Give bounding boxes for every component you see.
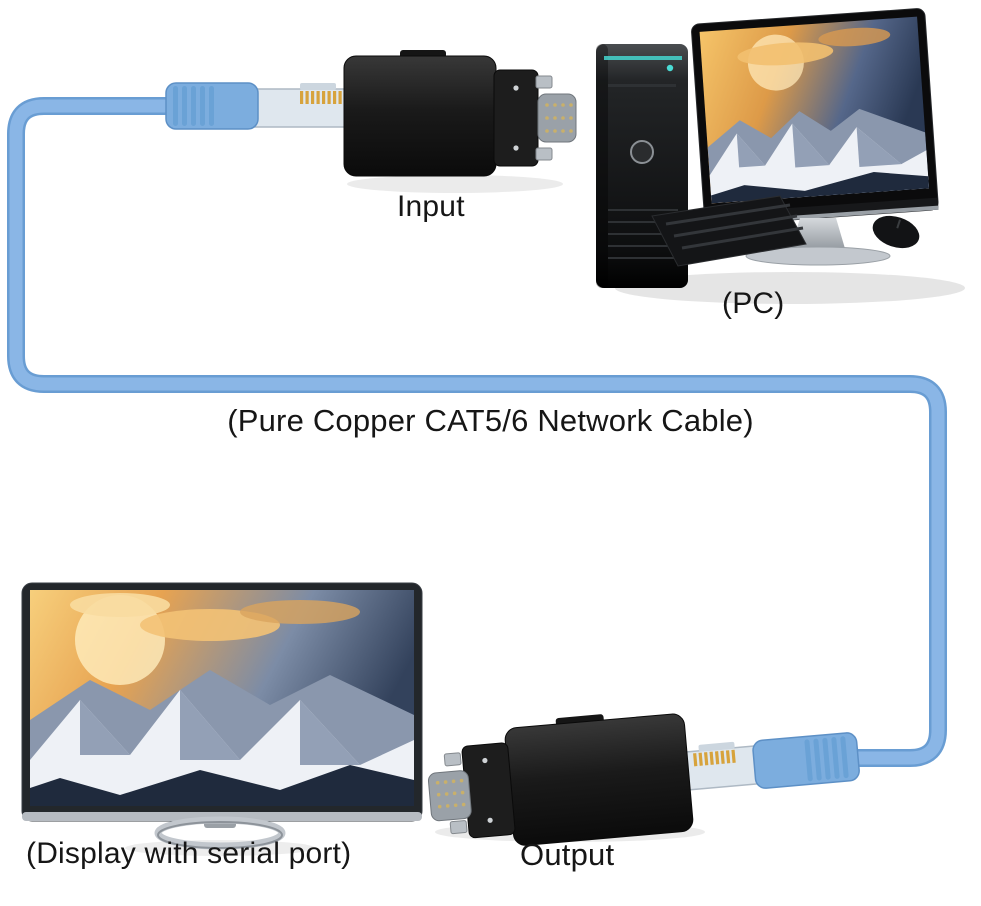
adapter-screw xyxy=(482,757,488,764)
pc-shadow xyxy=(615,272,965,304)
boot-ridges xyxy=(173,86,214,126)
pc-mouse xyxy=(872,215,920,249)
vga-rj45-adapter-input xyxy=(343,50,577,193)
rj45-plug-input xyxy=(165,82,351,130)
tower-power-button xyxy=(666,64,674,72)
vga-rj45-adapter-output xyxy=(427,713,694,846)
jack-screw xyxy=(535,147,553,161)
boot-ridges xyxy=(804,736,849,782)
adapter-shadow xyxy=(347,175,563,193)
display-bottom-strip xyxy=(22,812,422,821)
jack-screw xyxy=(535,75,553,89)
adapter-front-plate xyxy=(493,69,539,167)
monitor-stand-base xyxy=(745,246,891,266)
adapter-body xyxy=(504,713,694,846)
pc-group xyxy=(596,8,965,304)
rj45-gold-pins xyxy=(693,749,736,767)
display-label: (Display with serial port) xyxy=(26,837,352,870)
adapter-screw xyxy=(513,145,519,151)
tower-accent-light xyxy=(604,56,682,60)
pc-keyboard xyxy=(651,195,807,267)
vga-pins xyxy=(545,103,573,133)
cat5-network-cable xyxy=(7,97,947,767)
display-scene xyxy=(30,593,414,806)
jack-screw xyxy=(443,752,462,767)
rj45-latch xyxy=(300,83,336,90)
tower-drive-slot xyxy=(608,84,676,87)
vga-connector-shell xyxy=(427,770,472,822)
display-stand-ring-shade xyxy=(157,821,283,849)
jack-screw xyxy=(449,820,468,835)
pc-monitor xyxy=(691,8,939,226)
monitor-scene xyxy=(707,27,930,204)
adapter-body xyxy=(343,55,497,177)
vga-pins xyxy=(435,778,466,809)
display-monitor xyxy=(21,582,423,856)
pc-label: (PC) xyxy=(722,287,785,320)
cable-label: (Pure Copper CAT5/6 Network Cable) xyxy=(227,403,754,438)
rj45-latch xyxy=(698,741,735,752)
adapter-screw xyxy=(487,817,493,823)
adapter-screw xyxy=(513,85,519,91)
output-group xyxy=(427,713,860,846)
rj45-plug-output xyxy=(646,732,860,794)
output-label: Output xyxy=(520,837,615,872)
input-label: Input xyxy=(397,190,465,223)
rj45-gold-pins xyxy=(300,91,342,104)
cable-core xyxy=(9,99,945,765)
tower-logo xyxy=(630,140,654,164)
